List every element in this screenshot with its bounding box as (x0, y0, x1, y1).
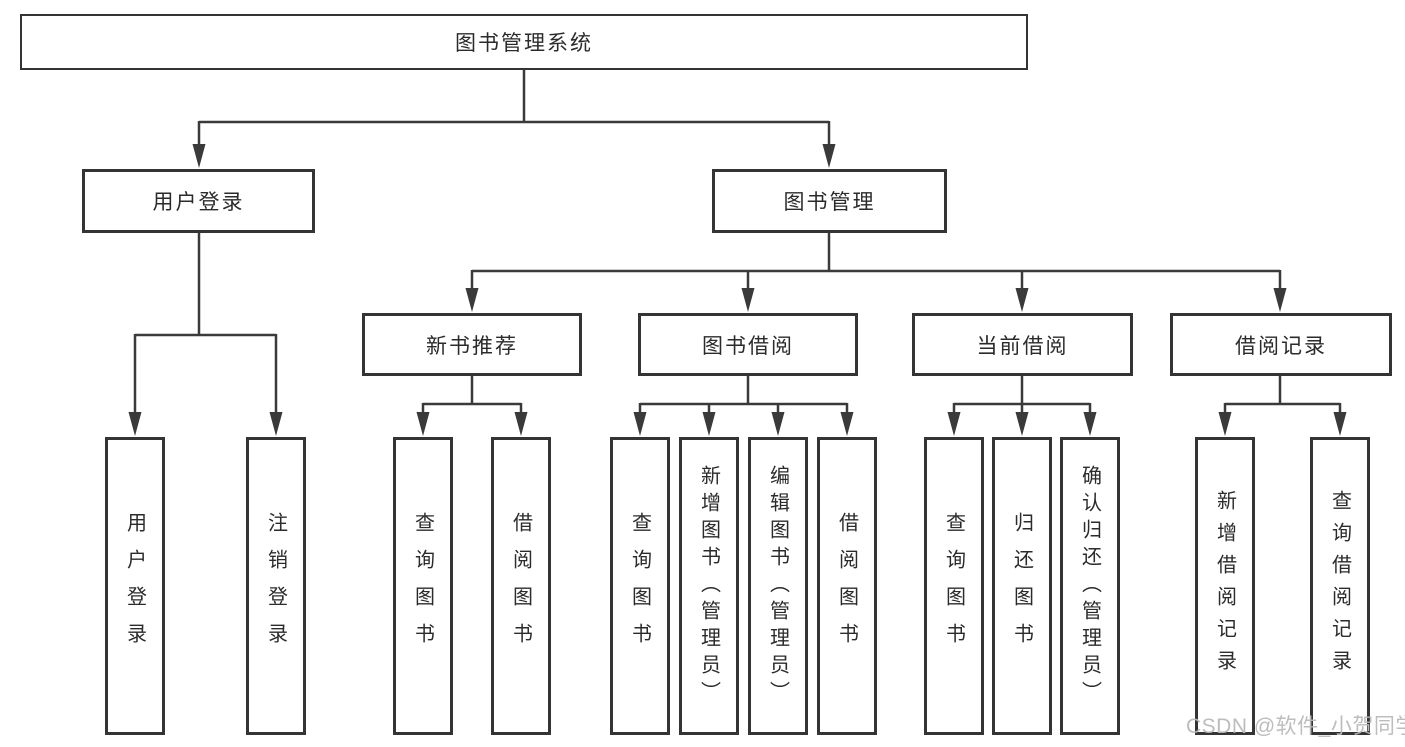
node-label: 确认归还（管理员） (1078, 464, 1101, 708)
node-label: 当前借阅 (976, 334, 1069, 358)
leaf-current-return-books: 归还图书 (992, 437, 1052, 735)
leaf-records-add-borrow-record: 新增借阅记录 (1195, 437, 1255, 735)
leaf-current-confirm-return-admin: 确认归还（管理员） (1060, 437, 1120, 735)
node-label: 借阅图书 (509, 512, 532, 660)
node-label: 归还图书 (1010, 512, 1033, 660)
node-label: 查询图书 (411, 512, 434, 660)
node-label: 用户登录 (123, 512, 146, 660)
watermark: CSDN @软件_小贺同学 (1186, 715, 1405, 738)
node-current-borrowing: 当前借阅 (912, 313, 1133, 376)
node-book-borrowing: 图书借阅 (638, 313, 858, 376)
node-label: 借阅记录 (1235, 334, 1327, 358)
node-label: 用户登录 (152, 191, 245, 214)
leaf-user-login: 用户登录 (105, 437, 165, 735)
leaf-recommend-borrow-books: 借阅图书 (491, 437, 551, 735)
node-label: 图书管理系统 (455, 32, 593, 55)
leaf-current-query-books: 查询图书 (924, 437, 984, 735)
node-label: 查询图书 (942, 512, 965, 660)
node-root: 图书管理系统 (20, 14, 1028, 70)
leaf-logout: 注销登录 (246, 437, 306, 735)
leaf-borrowing-borrow-books: 借阅图书 (817, 437, 877, 735)
node-label: 借阅图书 (835, 512, 858, 660)
node-borrowing-records: 借阅记录 (1170, 313, 1392, 376)
node-label: 图书借阅 (702, 334, 794, 358)
leaf-recommend-query-books: 查询图书 (393, 437, 453, 735)
node-label: 新书推荐 (426, 334, 518, 358)
node-label: 图书管理 (783, 191, 876, 214)
node-label: 查询图书 (628, 512, 651, 660)
leaf-records-query-borrow-record: 查询借阅记录 (1310, 437, 1370, 735)
leaf-borrowing-edit-books-admin: 编辑图书（管理员） (748, 437, 808, 735)
node-user-login: 用户登录 (82, 169, 315, 233)
node-book-management: 图书管理 (712, 169, 947, 233)
node-label: 新增图书（管理员） (697, 464, 720, 708)
node-label: 查询借阅记录 (1328, 490, 1351, 682)
node-label: 编辑图书（管理员） (766, 464, 789, 708)
node-label: 注销登录 (264, 512, 287, 660)
node-label: 新增借阅记录 (1213, 490, 1236, 682)
leaf-borrowing-add-books-admin: 新增图书（管理员） (679, 437, 739, 735)
node-new-book-recommendation: 新书推荐 (362, 313, 582, 376)
leaf-borrowing-query-books: 查询图书 (610, 437, 670, 735)
